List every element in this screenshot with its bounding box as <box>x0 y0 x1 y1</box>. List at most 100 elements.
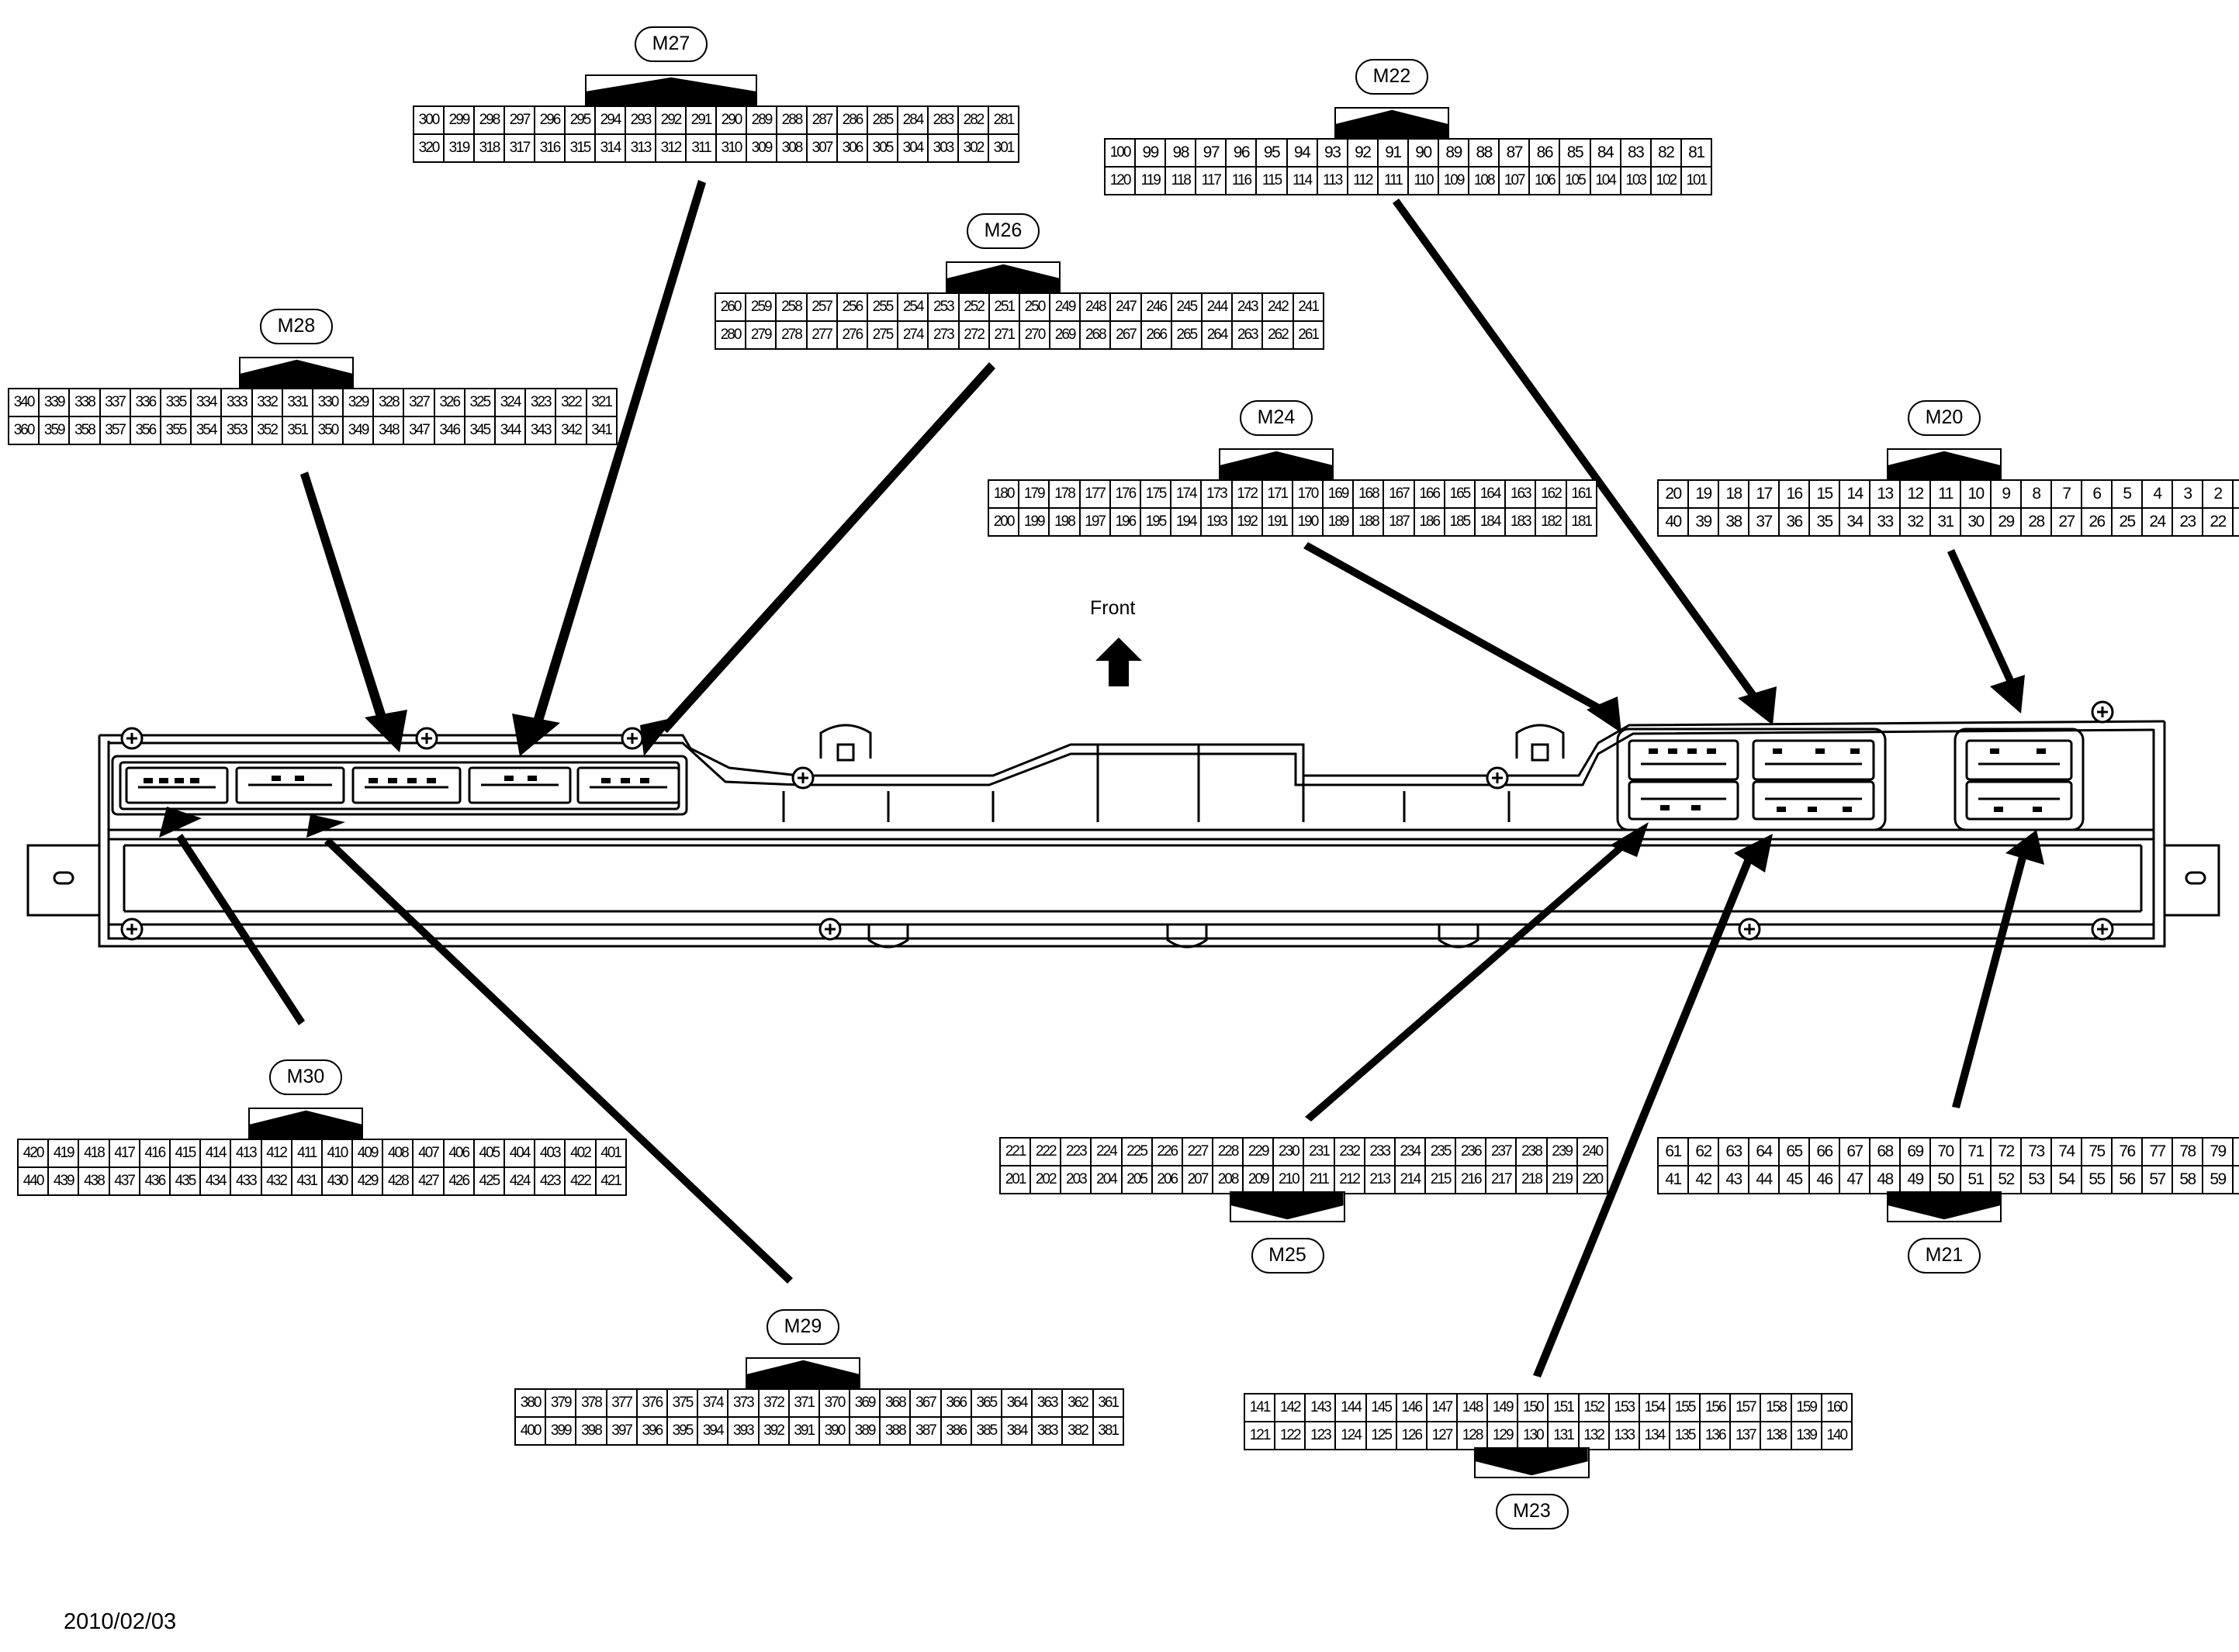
pin-cell: 153 <box>1607 1393 1640 1422</box>
pin-cell: 148 <box>1455 1393 1489 1422</box>
pin-cell: 213 <box>1363 1165 1396 1194</box>
pin-cell: 47 <box>1839 1165 1870 1194</box>
pin-cell: 415 <box>168 1139 202 1168</box>
pin-cell: 261 <box>1292 320 1324 350</box>
pin-cell: 303 <box>927 133 959 163</box>
pin-cell: 381 <box>1092 1416 1124 1446</box>
pin-cell: 39 <box>1687 507 1719 537</box>
pin-cell: 154 <box>1638 1393 1670 1422</box>
pin-cell: 205 <box>1120 1165 1153 1194</box>
pin-cell: 69 <box>1899 1137 1931 1166</box>
pin-cell: 87 <box>1498 138 1531 168</box>
pin-cell: 85 <box>1559 138 1591 168</box>
pin-cell: 73 <box>2020 1137 2052 1166</box>
pin-cell: 41 <box>1657 1165 1689 1194</box>
pin-cell: 125 <box>1365 1421 1397 1450</box>
pin-cell: 337 <box>99 388 131 417</box>
pin-cell: 56 <box>2111 1165 2143 1194</box>
pin-cell: 238 <box>1515 1137 1548 1166</box>
pin-cell: 151 <box>1547 1393 1580 1422</box>
pin-cell: 68 <box>1869 1137 1901 1166</box>
pin-cell: 357 <box>99 416 131 445</box>
pin-cell: 112 <box>1346 166 1379 195</box>
pin-cell: 51 <box>1960 1165 1992 1194</box>
pin-cell: 356 <box>129 416 161 445</box>
pin-cell: 315 <box>564 133 596 163</box>
pin-cell: 155 <box>1668 1393 1701 1422</box>
pin-cell: 83 <box>1619 138 1652 168</box>
pin-cell: 177 <box>1078 479 1111 509</box>
pin-cell: 110 <box>1407 166 1440 195</box>
pin-cell: 30 <box>1960 507 1992 537</box>
pin-cell: 325 <box>463 388 497 417</box>
pin-cell: 266 <box>1140 320 1172 350</box>
pin-cell: 288 <box>776 105 808 135</box>
pin-cell: 121 <box>1243 1421 1276 1450</box>
pin-cell: 175 <box>1139 479 1172 509</box>
pin-cell: 216 <box>1455 1165 1487 1194</box>
pin-cell: 201 <box>998 1165 1032 1194</box>
pin-cell: 38 <box>1718 507 1749 537</box>
pin-cell: 52 <box>1990 1165 2022 1194</box>
pin-cell: 99 <box>1134 138 1167 168</box>
connector-key-block <box>945 261 1061 292</box>
pin-cell: 53 <box>2020 1165 2052 1194</box>
pin-cell: 426 <box>442 1166 475 1196</box>
pin-cell: 373 <box>727 1388 760 1418</box>
pin-cell: 152 <box>1577 1393 1610 1422</box>
pin-cell: 129 <box>1486 1421 1519 1450</box>
pin-cell: 430 <box>320 1166 354 1196</box>
pin-cell: 411 <box>290 1139 323 1168</box>
pin-cell: 324 <box>493 388 527 417</box>
pin-cell: 312 <box>655 133 687 163</box>
pin-cell: 403 <box>534 1139 566 1168</box>
connector-key-block <box>247 1108 364 1139</box>
pin-cell: 352 <box>251 416 283 445</box>
pin-cell: 296 <box>534 105 566 135</box>
pin-cell: 275 <box>866 320 899 350</box>
pin-cell: 130 <box>1517 1421 1549 1450</box>
key-triangle-icon <box>1888 451 2000 478</box>
pin-cell: 161 <box>1565 479 1597 509</box>
pin-cell: 186 <box>1413 507 1445 537</box>
pin-cell: 313 <box>625 133 656 163</box>
pin-cell: 128 <box>1455 1421 1489 1450</box>
pin-cell: 234 <box>1393 1137 1426 1166</box>
pin-cell: 59 <box>2202 1165 2234 1194</box>
connector-key-block <box>1887 1191 2002 1222</box>
pin-cell: 228 <box>1211 1137 1244 1166</box>
pin-cell: 192 <box>1230 507 1263 537</box>
pin-cell: 290 <box>715 105 747 135</box>
pin-cell: 42 <box>1687 1165 1719 1194</box>
pin-cell: 225 <box>1120 1137 1153 1166</box>
pin-cell: 136 <box>1699 1421 1732 1450</box>
pin-cell: 400 <box>514 1416 547 1446</box>
pin-cell: 321 <box>585 388 618 417</box>
right-bay-pin-marks <box>1649 748 2046 812</box>
connector-key-block <box>1218 448 1334 479</box>
pin-cell: 378 <box>575 1388 607 1418</box>
pin-cell: 329 <box>342 388 375 417</box>
pin-cell: 46 <box>1808 1165 1840 1194</box>
pin-cell: 369 <box>849 1388 881 1418</box>
pin-cell: 180 <box>987 479 1020 509</box>
pin-cell: 1 <box>2232 479 2239 509</box>
pin-cell: 18 <box>1718 479 1749 509</box>
pin-cell: 335 <box>159 388 192 417</box>
pin-cell: 361 <box>1092 1388 1124 1418</box>
pin-cell: 102 <box>1649 166 1682 195</box>
pin-cell: 295 <box>564 105 596 135</box>
pin-cell: 19 <box>1687 479 1719 509</box>
pin-cell: 291 <box>685 105 717 135</box>
pin-cell: 144 <box>1334 1393 1367 1422</box>
pin-cell: 187 <box>1383 507 1415 537</box>
pin-cell: 71 <box>1960 1137 1992 1166</box>
pin-cell: 27 <box>2050 507 2082 537</box>
pin-cell: 233 <box>1363 1137 1396 1166</box>
pin-cell: 119 <box>1134 166 1167 195</box>
